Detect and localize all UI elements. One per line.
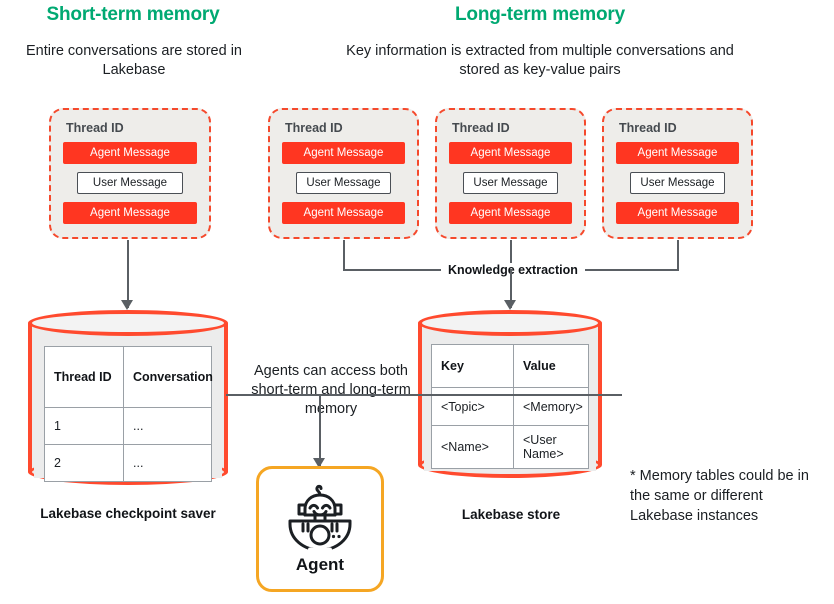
connector-shortterm-to-checkpoint (127, 240, 129, 308)
agent-message-box: Agent Message (449, 142, 572, 164)
agent-message-box: Agent Message (616, 142, 739, 164)
thread-card-long-term-2[interactable]: Thread ID Agent Message User Message Age… (435, 108, 586, 239)
table-row: <Name> <User Name> (431, 425, 589, 469)
cell-key: <Name> (431, 425, 514, 469)
lakebase-store-table: Key Value <Topic> <Memory> <Name> <User … (431, 344, 589, 469)
cell-thread-id: 2 (44, 444, 124, 482)
connector-bus-to-agent (319, 394, 321, 466)
table-row: 2 ... (44, 444, 212, 482)
cell-value: <Memory> (513, 387, 589, 426)
short-term-memory-subtitle: Entire conversations are stored in Lakeb… (26, 43, 242, 79)
cell-thread-id: 1 (44, 407, 124, 445)
user-message-box: User Message (463, 172, 558, 194)
knowledge-extraction-label: Knowledge extraction (441, 263, 585, 277)
table-header-row: Thread ID Conversation (44, 346, 213, 408)
lakebase-store-caption: Lakebase store (461, 507, 561, 522)
column-header-value: Value (513, 344, 589, 388)
agent-message-box: Agent Message (63, 142, 197, 164)
user-message-box: User Message (630, 172, 725, 194)
lakebase-checkpoint-cylinder: Thread ID Conversation 1 ... 2 ... (28, 310, 228, 485)
cell-conversation: ... (123, 407, 212, 445)
column-header-key: Key (431, 344, 514, 388)
agent-label: Agent (295, 555, 345, 574)
short-term-memory-title: Short-term memory (46, 4, 220, 25)
store-table-wrap: Key Value <Topic> <Memory> <Name> <User … (431, 344, 589, 469)
checkpoint-table-wrap: Thread ID Conversation 1 ... 2 ... (44, 346, 213, 482)
cylinder-top (28, 310, 228, 336)
table-row: 1 ... (44, 407, 212, 445)
agent-box[interactable]: Agent (256, 466, 384, 592)
user-message-box: User Message (296, 172, 391, 194)
memory-tables-footnote: * Memory tables could be in the same or … (630, 468, 809, 524)
agent-message-box: Agent Message (616, 202, 739, 224)
thread-id-label: Thread ID (452, 121, 510, 135)
checkpoint-saver-table: Thread ID Conversation 1 ... 2 ... (44, 346, 213, 482)
connector-card1-stub (343, 240, 345, 270)
lakebase-checkpoint-caption: Lakebase checkpoint saver (40, 506, 216, 521)
agent-message-box: Agent Message (282, 202, 405, 224)
thread-id-label: Thread ID (285, 121, 343, 135)
connector-card3-stub (677, 240, 679, 270)
agent-message-box: Agent Message (63, 202, 197, 224)
thread-card-short-term[interactable]: Thread ID Agent Message User Message Age… (49, 108, 211, 239)
thread-card-long-term-3[interactable]: Thread ID Agent Message User Message Age… (602, 108, 753, 239)
arrowhead-bus-to-agent (313, 458, 325, 468)
connector-card2-stub (510, 240, 512, 270)
arrowhead-bus-to-store (504, 300, 516, 310)
thread-id-label: Thread ID (619, 121, 677, 135)
thread-card-long-term-1[interactable]: Thread ID Agent Message User Message Age… (268, 108, 419, 239)
user-message-box: User Message (77, 172, 183, 194)
agent-message-box: Agent Message (449, 202, 572, 224)
cylinder-top (418, 310, 602, 336)
long-term-memory-subtitle: Key information is extracted from multip… (346, 43, 734, 79)
table-header-row: Key Value (431, 344, 589, 388)
cell-conversation: ... (123, 444, 212, 482)
column-header-thread-id: Thread ID (44, 346, 124, 408)
arrowhead-shortterm-to-checkpoint (121, 300, 133, 310)
column-header-conversation: Conversation (123, 346, 213, 408)
connector-memory-bus (226, 394, 622, 396)
robot-icon (283, 483, 357, 553)
table-row: <Topic> <Memory> (431, 387, 589, 426)
long-term-memory-title: Long-term memory (455, 4, 625, 25)
connector-bus-to-store (510, 269, 512, 308)
agent-access-note: Agents can access both short-term and lo… (251, 363, 411, 417)
cell-value: <User Name> (513, 425, 589, 469)
agent-message-box: Agent Message (282, 142, 405, 164)
thread-id-label: Thread ID (66, 121, 124, 135)
